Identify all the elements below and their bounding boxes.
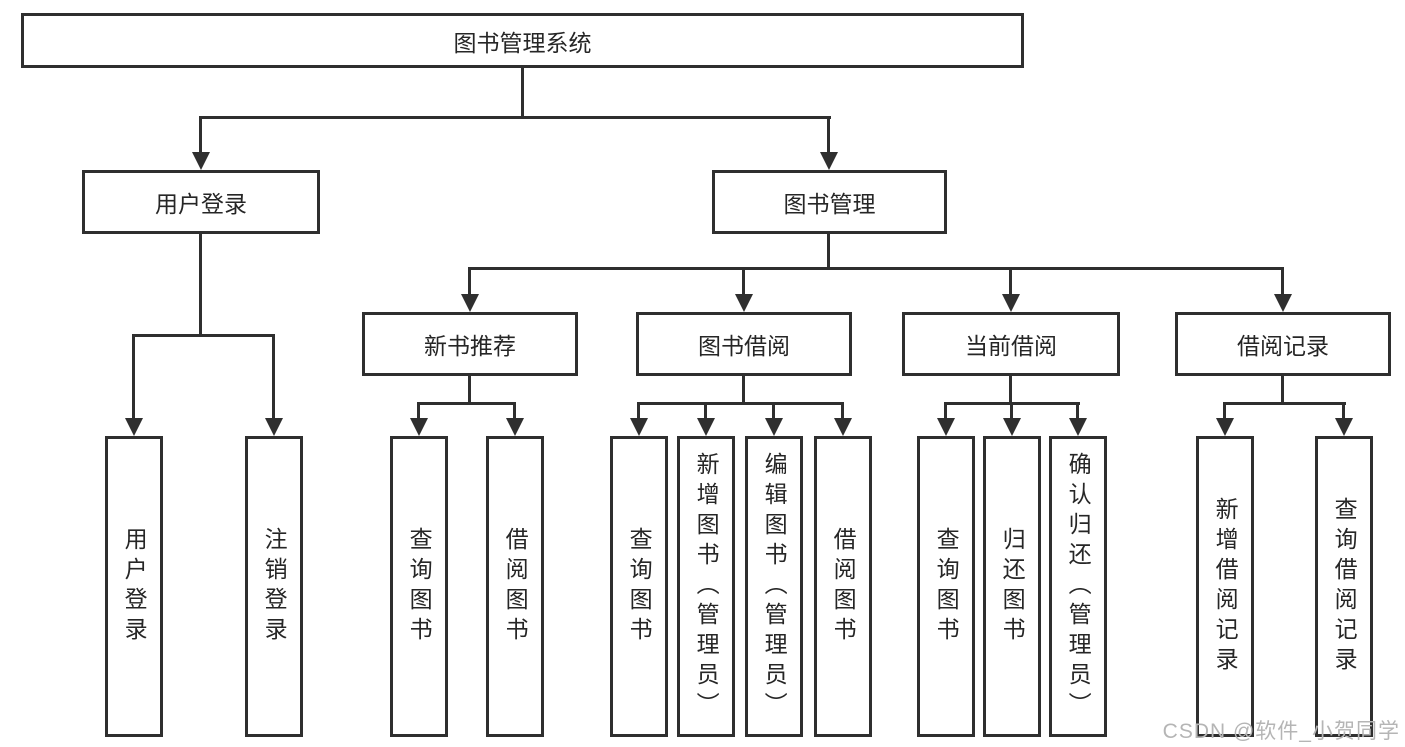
leaf-label: 查询借阅记录: [1331, 496, 1358, 677]
arrowhead-down-icon: [506, 418, 524, 436]
connector-root-stem: [521, 66, 524, 119]
arrowhead-down-icon: [192, 152, 210, 170]
connector-branch: [637, 402, 640, 422]
connector-branch: [742, 267, 745, 297]
arrowhead-down-icon: [630, 418, 648, 436]
connector-branch: [841, 402, 844, 422]
arrowhead-down-icon: [937, 418, 955, 436]
connector-stem: [468, 373, 471, 405]
connector-branch: [1342, 402, 1345, 422]
node-user-login: 用户登录: [82, 170, 320, 234]
connector-branch: [1010, 402, 1013, 422]
connector-branch: [1281, 267, 1284, 297]
leaf-label: 确认归还（管理员）: [1065, 451, 1092, 722]
connector-distributor: [468, 267, 1284, 270]
leaf-add-books-admin: 新增图书（管理员）: [677, 436, 735, 737]
leaf-query-borrow-record: 查询借阅记录: [1315, 436, 1373, 737]
leaf-query-books: 查询图书: [917, 436, 975, 737]
connector-branch: [272, 334, 275, 422]
arrowhead-down-icon: [1003, 418, 1021, 436]
arrowhead-down-icon: [820, 152, 838, 170]
connector-distributor: [1223, 402, 1346, 405]
connector-branch: [468, 267, 471, 297]
connector-branch: [772, 402, 775, 422]
node-label: 新书推荐: [424, 333, 516, 359]
connector-branch: [1076, 402, 1079, 422]
leaf-return-books: 归还图书: [983, 436, 1041, 737]
connector-branch: [513, 402, 516, 422]
arrowhead-down-icon: [1002, 294, 1020, 312]
leaf-label: 新增借阅记录: [1212, 496, 1239, 677]
leaf-label: 借阅图书: [830, 526, 857, 647]
node-book-borrowing: 图书借阅: [636, 312, 852, 376]
connector-stem: [1009, 373, 1012, 405]
leaf-query-books: 查询图书: [610, 436, 668, 737]
connector-branch: [199, 116, 202, 156]
arrowhead-down-icon: [735, 294, 753, 312]
node-label: 用户登录: [155, 191, 247, 217]
csdn-watermark: CSDN @软件_小贺同学: [1162, 720, 1400, 743]
node-label: 借阅记录: [1237, 333, 1329, 359]
leaf-logout: 注销登录: [245, 436, 303, 737]
connector-distributor: [417, 402, 515, 405]
connector-distributor: [637, 402, 843, 405]
node-borrowing-records: 借阅记录: [1175, 312, 1391, 376]
connector-branch: [132, 334, 135, 422]
arrowhead-down-icon: [1216, 418, 1234, 436]
node-label: 图书管理: [783, 191, 876, 217]
leaf-borrow-books: 借阅图书: [814, 436, 872, 737]
leaf-label: 查询图书: [406, 526, 433, 647]
node-book-management: 图书管理: [712, 170, 947, 234]
connector-stem: [1281, 373, 1284, 405]
leaf-label: 查询图书: [626, 526, 653, 647]
arrowhead-down-icon: [125, 418, 143, 436]
arrowhead-down-icon: [1274, 294, 1292, 312]
leaf-query-books: 查询图书: [390, 436, 448, 737]
node-current-borrowing: 当前借阅: [902, 312, 1120, 376]
leaf-label: 借阅图书: [502, 526, 529, 647]
connector-branch: [1223, 402, 1226, 422]
connector-branch: [827, 116, 830, 156]
leaf-label: 用户登录: [121, 526, 148, 647]
arrowhead-down-icon: [410, 418, 428, 436]
leaf-label: 编辑图书（管理员）: [761, 451, 788, 722]
leaf-label: 注销登录: [261, 526, 288, 647]
connector-branch: [704, 402, 707, 422]
leaf-edit-books-admin: 编辑图书（管理员）: [745, 436, 803, 737]
connector-stem: [827, 231, 830, 270]
leaf-borrow-books: 借阅图书: [486, 436, 544, 737]
arrowhead-down-icon: [1069, 418, 1087, 436]
node-label: 图书借阅: [698, 333, 790, 359]
connector-branch: [1009, 267, 1012, 297]
node-library-management-system: 图书管理系统: [21, 13, 1024, 68]
connector-root-distributor: [199, 116, 831, 119]
node-label: 图书管理系统: [453, 29, 592, 56]
connector-distributor: [132, 334, 274, 337]
connector-stem: [199, 231, 202, 337]
connector-branch: [944, 402, 947, 422]
arrowhead-down-icon: [765, 418, 783, 436]
arrowhead-down-icon: [265, 418, 283, 436]
connector-branch: [417, 402, 420, 422]
arrowhead-down-icon: [834, 418, 852, 436]
node-new-book-recommendation: 新书推荐: [362, 312, 578, 376]
arrowhead-down-icon: [1335, 418, 1353, 436]
node-label: 当前借阅: [965, 333, 1057, 359]
leaf-label: 归还图书: [999, 526, 1026, 647]
connector-stem: [742, 373, 745, 405]
leaf-label: 查询图书: [933, 526, 960, 647]
leaf-label: 新增图书（管理员）: [693, 451, 720, 722]
leaf-confirm-return-admin: 确认归还（管理员）: [1049, 436, 1107, 737]
arrowhead-down-icon: [697, 418, 715, 436]
leaf-add-borrow-record: 新增借阅记录: [1196, 436, 1254, 737]
leaf-user-login: 用户登录: [105, 436, 163, 737]
arrowhead-down-icon: [461, 294, 479, 312]
